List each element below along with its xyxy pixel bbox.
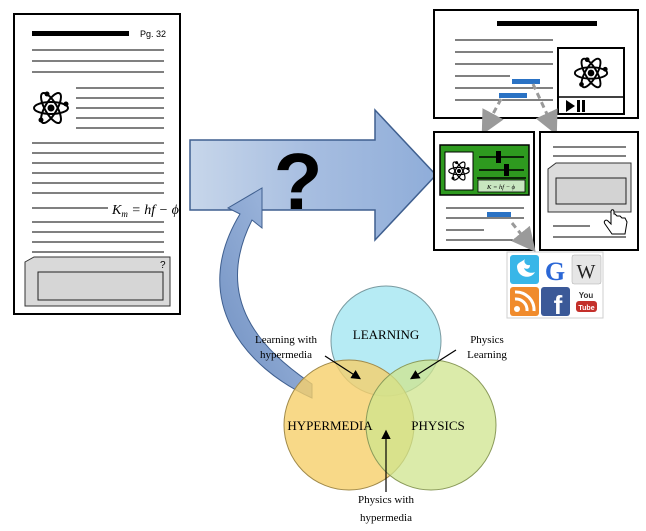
hyperlink-bar-3[interactable] <box>487 212 511 217</box>
facebook-icon[interactable]: f <box>541 287 570 320</box>
venn-diagram: LEARNING HYPERMEDIA PHYSICS Learning wit… <box>255 285 507 524</box>
page-header-bar <box>32 31 129 36</box>
page-text-lines <box>32 49 164 253</box>
form-text-lines <box>553 146 626 238</box>
pointer-learning-hypermedia <box>324 355 362 380</box>
pointer-physics-learning <box>409 349 457 380</box>
venn-label-hypermedia: HYPERMEDIA <box>287 418 373 433</box>
venn-circle-physics <box>365 359 497 491</box>
curved-arrow <box>219 187 313 399</box>
svg-text:G: G <box>545 257 565 286</box>
venn-label-learning: LEARNING <box>353 327 419 342</box>
simulation-formula-box <box>477 179 526 193</box>
svg-text:Tube: Tube <box>578 305 594 312</box>
photoelectric-formula: Km = hf − ϕ <box>111 203 179 219</box>
svg-text:W: W <box>577 261 596 283</box>
hyperlink-bar-1[interactable] <box>512 79 540 84</box>
page-number: Pg. 32 <box>140 29 166 39</box>
label-physics-hypermedia-line1: Physics with <box>358 494 414 506</box>
hypermedia-header-bar <box>497 21 597 26</box>
footer-inner-box <box>37 271 164 301</box>
label-learning-hypermedia-line2: hypermedia <box>260 349 312 361</box>
link-arrow-down <box>510 222 536 252</box>
youtube-icon[interactable]: You Tube <box>572 287 601 316</box>
svg-text:f: f <box>554 290 563 320</box>
slider-knob-2[interactable] <box>504 164 509 176</box>
form-input[interactable] <box>555 177 627 205</box>
simulation-sliders[interactable] <box>477 156 526 179</box>
label-physics-learning-line2: Learning <box>467 349 507 361</box>
link-arrow-left <box>481 98 504 135</box>
label-physics-learning-line1: Physics <box>470 334 504 346</box>
question-mark: ? <box>274 137 323 226</box>
svg-text:You: You <box>579 291 594 300</box>
hyperlink-bar-2[interactable] <box>499 93 527 98</box>
rss-icon[interactable] <box>510 287 539 316</box>
label-physics-hypermedia-line2: hypermedia <box>360 512 412 524</box>
textbook-page: Pg. 32 Km = hf − ϕ ? <box>13 13 181 315</box>
hand-cursor-icon <box>603 209 628 235</box>
hypermedia-page: K = hf − ϕ G <box>433 9 639 320</box>
wikipedia-icon[interactable]: W <box>571 254 602 285</box>
play-pause-icon[interactable] <box>566 100 585 112</box>
simulation-formula: K = hf − ϕ <box>486 184 516 191</box>
twitter-icon[interactable] <box>510 255 539 284</box>
simulation-text-lines <box>446 207 524 241</box>
slider-knob-1[interactable] <box>496 151 501 163</box>
hypermedia-text-lines <box>455 39 553 101</box>
link-arrow-right <box>531 83 558 136</box>
google-icon[interactable]: G <box>541 255 570 286</box>
venn-label-physics: PHYSICS <box>411 418 464 433</box>
footer-question-mark: ? <box>160 260 166 271</box>
label-learning-hypermedia-line1: Learning with <box>255 334 318 346</box>
